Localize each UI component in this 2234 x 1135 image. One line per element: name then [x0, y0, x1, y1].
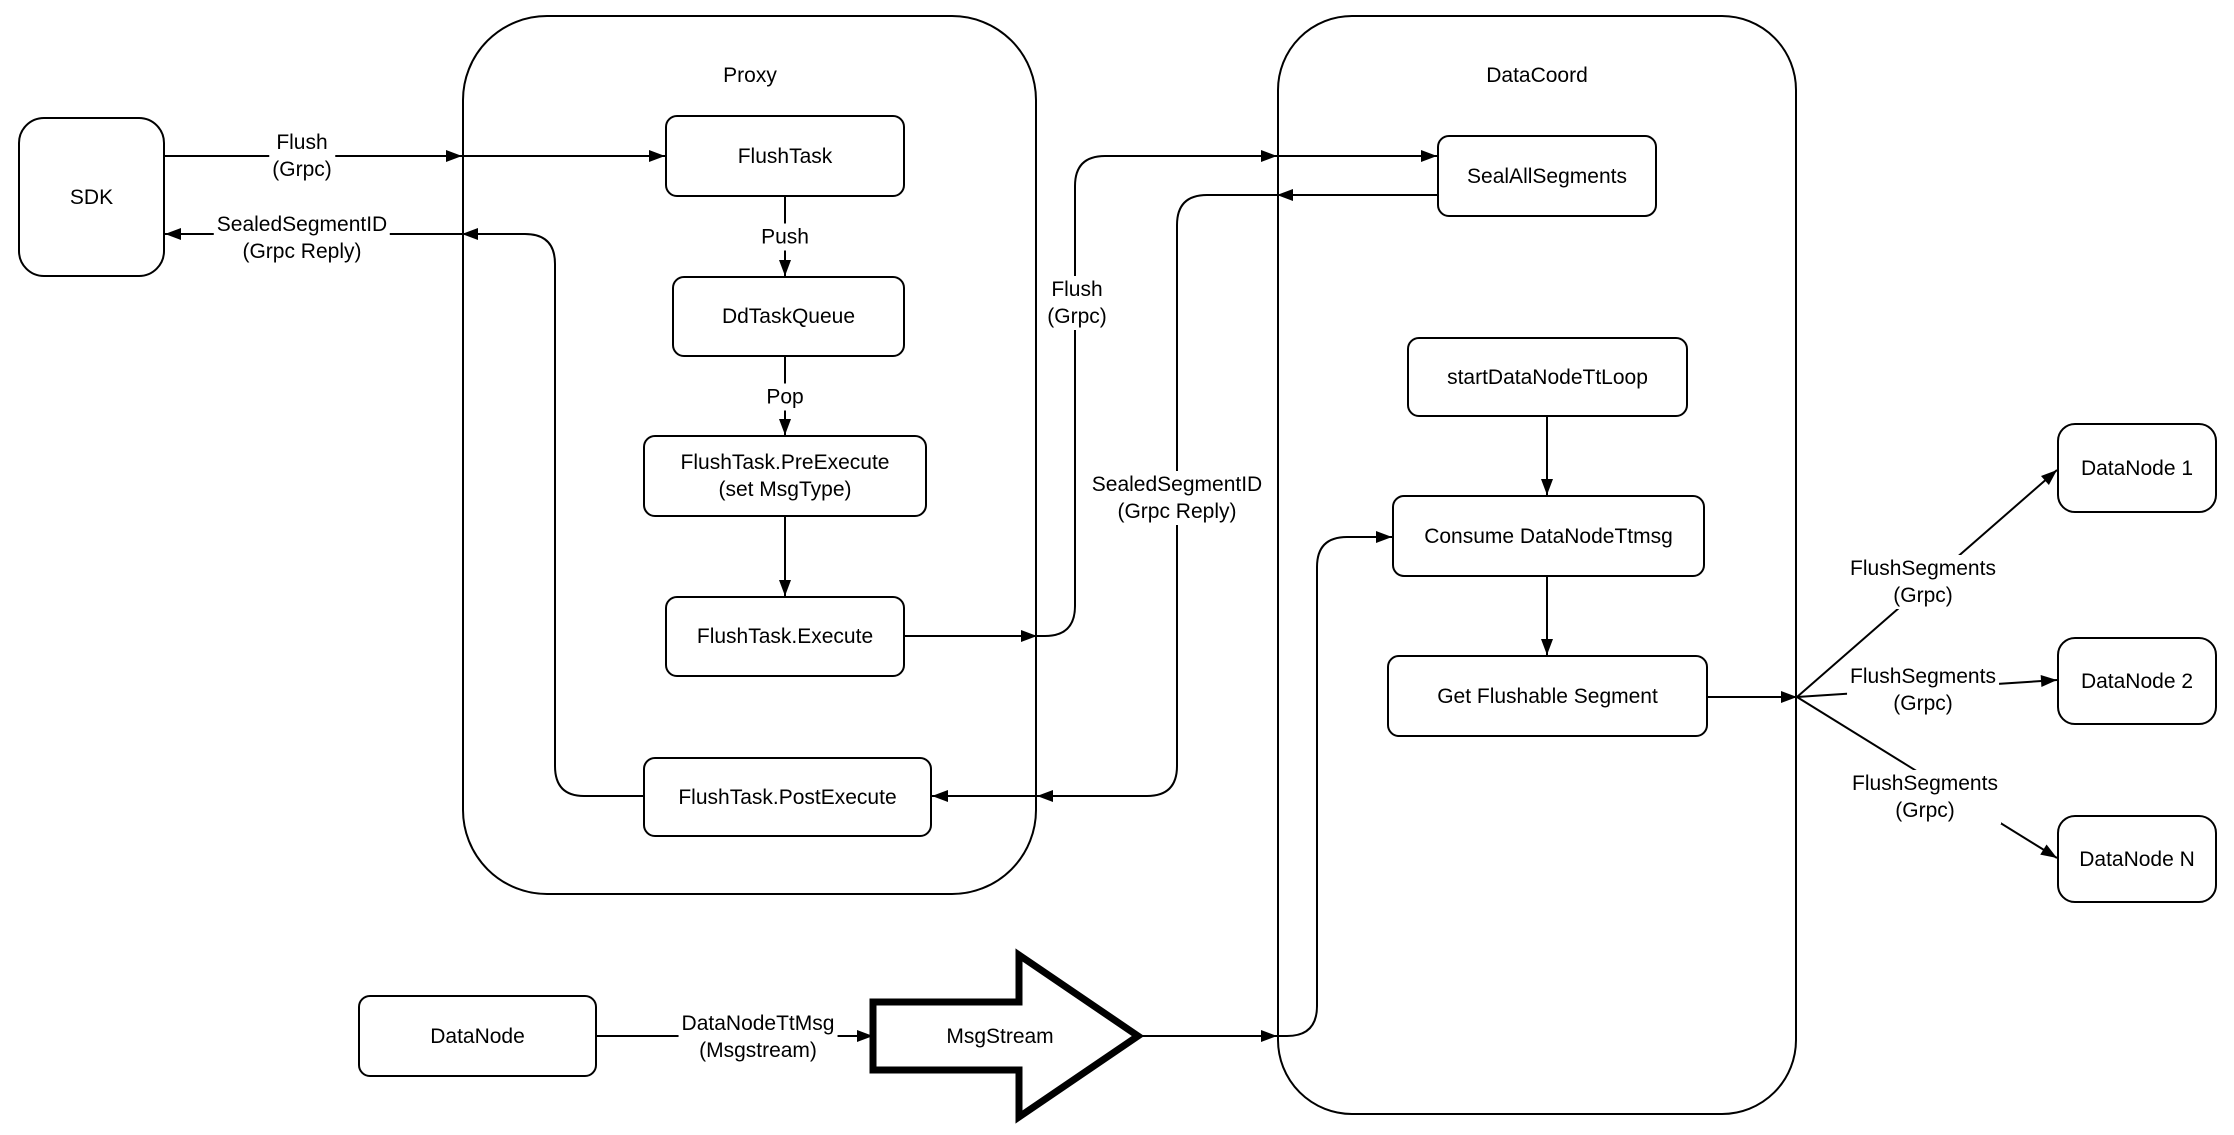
node-datanode-1: DataNode 1	[2057, 423, 2217, 513]
proxy-container	[462, 15, 1037, 895]
datacoord-container	[1277, 15, 1797, 1115]
edge-flush-riser	[1037, 150, 1277, 637]
edge-label-pop: Pop	[763, 383, 807, 411]
node-datanode: DataNode	[358, 995, 597, 1077]
node-datanode-n: DataNode N	[2057, 815, 2217, 903]
node-flushtask-preexecute: FlushTask.PreExecute (set MsgType)	[643, 435, 927, 517]
edge-label-flush-sdk: Flush (Grpc)	[269, 129, 335, 183]
node-flushtask: FlushTask	[665, 115, 905, 197]
edge-label-flushsegments-1: FlushSegments (Grpc)	[1847, 555, 1999, 609]
node-startdatanodettloop: startDataNodeTtLoop	[1407, 337, 1688, 417]
node-flushtask-execute: FlushTask.Execute	[665, 596, 905, 677]
msgstream-arrow-shape	[869, 948, 1145, 1124]
edge-msgstream-riser	[1277, 531, 1392, 1037]
edge-label-flush-mid: Flush (Grpc)	[1044, 276, 1110, 330]
node-sdk: SDK	[18, 117, 165, 277]
datacoord-container-label: DataCoord	[1486, 64, 1588, 87]
node-consume-datanodettmsg: Consume DataNodeTtmsg	[1392, 495, 1705, 577]
node-sealallsegments: SealAllSegments	[1437, 135, 1657, 217]
edge-label-flushsegments-3: FlushSegments (Grpc)	[1849, 770, 2001, 824]
edge-postexecute-to-proxy-edge	[462, 228, 643, 797]
edge-label-datanodettmsg: DataNodeTtMsg (Msgstream)	[678, 1010, 838, 1064]
node-flushtask-postexecute: FlushTask.PostExecute	[643, 757, 932, 837]
node-get-flushable-segment: Get Flushable Segment	[1387, 655, 1708, 737]
msgstream-label: MsgStream	[946, 1025, 1054, 1048]
node-ddtaskqueue: DdTaskQueue	[672, 276, 905, 357]
edge-label-flushsegments-2: FlushSegments (Grpc)	[1847, 663, 1999, 717]
edge-label-sealedsegmentid-mid: SealedSegmentID (Grpc Reply)	[1088, 471, 1266, 525]
edge-label-sealedsegmentid-sdk: SealedSegmentID (Grpc Reply)	[213, 211, 391, 265]
edge-label-push: Push	[758, 223, 812, 251]
node-datanode-2: DataNode 2	[2057, 637, 2217, 725]
proxy-container-label: Proxy	[723, 64, 777, 87]
